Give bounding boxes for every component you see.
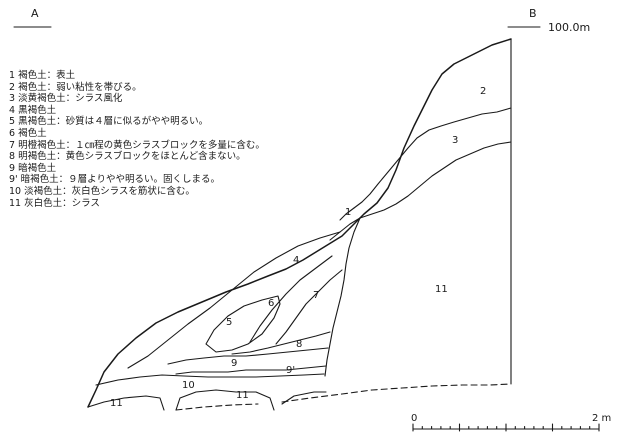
layer-7-boundary <box>275 269 343 345</box>
ground-surface-line <box>87 38 512 408</box>
scale-start-label: 0 <box>411 413 417 424</box>
layer-label-10: 10 <box>182 380 195 391</box>
legend-item: 4 黒褐色土 <box>9 104 57 116</box>
legend-item: 9' 暗褐色土：９層よりやや明るい。固くしまる。 <box>9 174 220 186</box>
layer-5-boundary <box>205 295 281 353</box>
layer-label-8: 8 <box>296 339 302 350</box>
legend-item: 6 褐色土 <box>9 127 47 139</box>
elevation-label: 100.0m <box>548 21 590 34</box>
layer-4-boundary <box>127 231 341 369</box>
legend-item: 10 淡褐色土：灰白色シラスを筋状に含む。 <box>9 185 195 197</box>
layer-label-11-main: 11 <box>435 284 448 295</box>
layer-label-9: 9 <box>231 358 237 369</box>
layer-label-2: 2 <box>480 86 486 97</box>
legend-item: 5 黒褐色土：砂質は４層に似るがやや明るい。 <box>9 116 209 128</box>
point-b-label: B <box>529 7 537 20</box>
layer-6-boundary <box>249 255 333 343</box>
layer-label-6: 6 <box>268 298 274 309</box>
layer-1-boundary <box>329 207 361 241</box>
layer-label-9-prime: 9' <box>286 365 295 376</box>
layer-label-11-center: 11 <box>236 390 249 401</box>
layer-9-upper-boundary <box>167 347 329 365</box>
legend-item: 3 淡黄褐色土：シラス風化 <box>9 93 123 105</box>
layer-3-11-boundary <box>359 141 512 219</box>
layer-label-4: 4 <box>293 255 299 266</box>
layer-10-lower-boundary <box>87 389 327 411</box>
layer-label-3: 3 <box>452 135 458 146</box>
legend-item: 2 褐色土：弱い粘性を帯びる。 <box>9 81 142 93</box>
layer-2-3-boundary <box>353 107 512 209</box>
scale-ticks <box>412 423 600 432</box>
layer-label-7: 7 <box>313 290 319 301</box>
layer-4-11-boundary <box>324 217 361 377</box>
excavation-floor-line <box>175 383 512 411</box>
legend: 1 褐色土：表土 2 褐色土：弱い粘性を帯びる。 3 淡黄褐色土：シラス風化 4… <box>9 70 265 209</box>
layer-label-1: 1 <box>345 207 351 218</box>
legend-item: 11 灰白色土：シラス <box>9 197 100 209</box>
legend-item: 1 褐色土：表土 <box>9 70 76 81</box>
legend-item: 8 明褐色土：黄色シラスブロックをほとんど含まない。 <box>9 151 246 163</box>
scale-end-label: 2 m <box>592 413 611 424</box>
legend-item: 9 暗褐色土 <box>9 162 57 174</box>
point-a-label: A <box>31 7 39 20</box>
layer-label-11-left: 11 <box>110 398 123 409</box>
legend-item: 7 明橙褐色土：１㎝程の黄色シラスブロックを多量に含む。 <box>9 139 265 151</box>
layer-label-5: 5 <box>226 317 232 328</box>
layer-10-upper-boundary <box>95 373 325 386</box>
layer-9-lower-boundary <box>175 365 327 375</box>
layer-8-boundary <box>231 331 331 355</box>
